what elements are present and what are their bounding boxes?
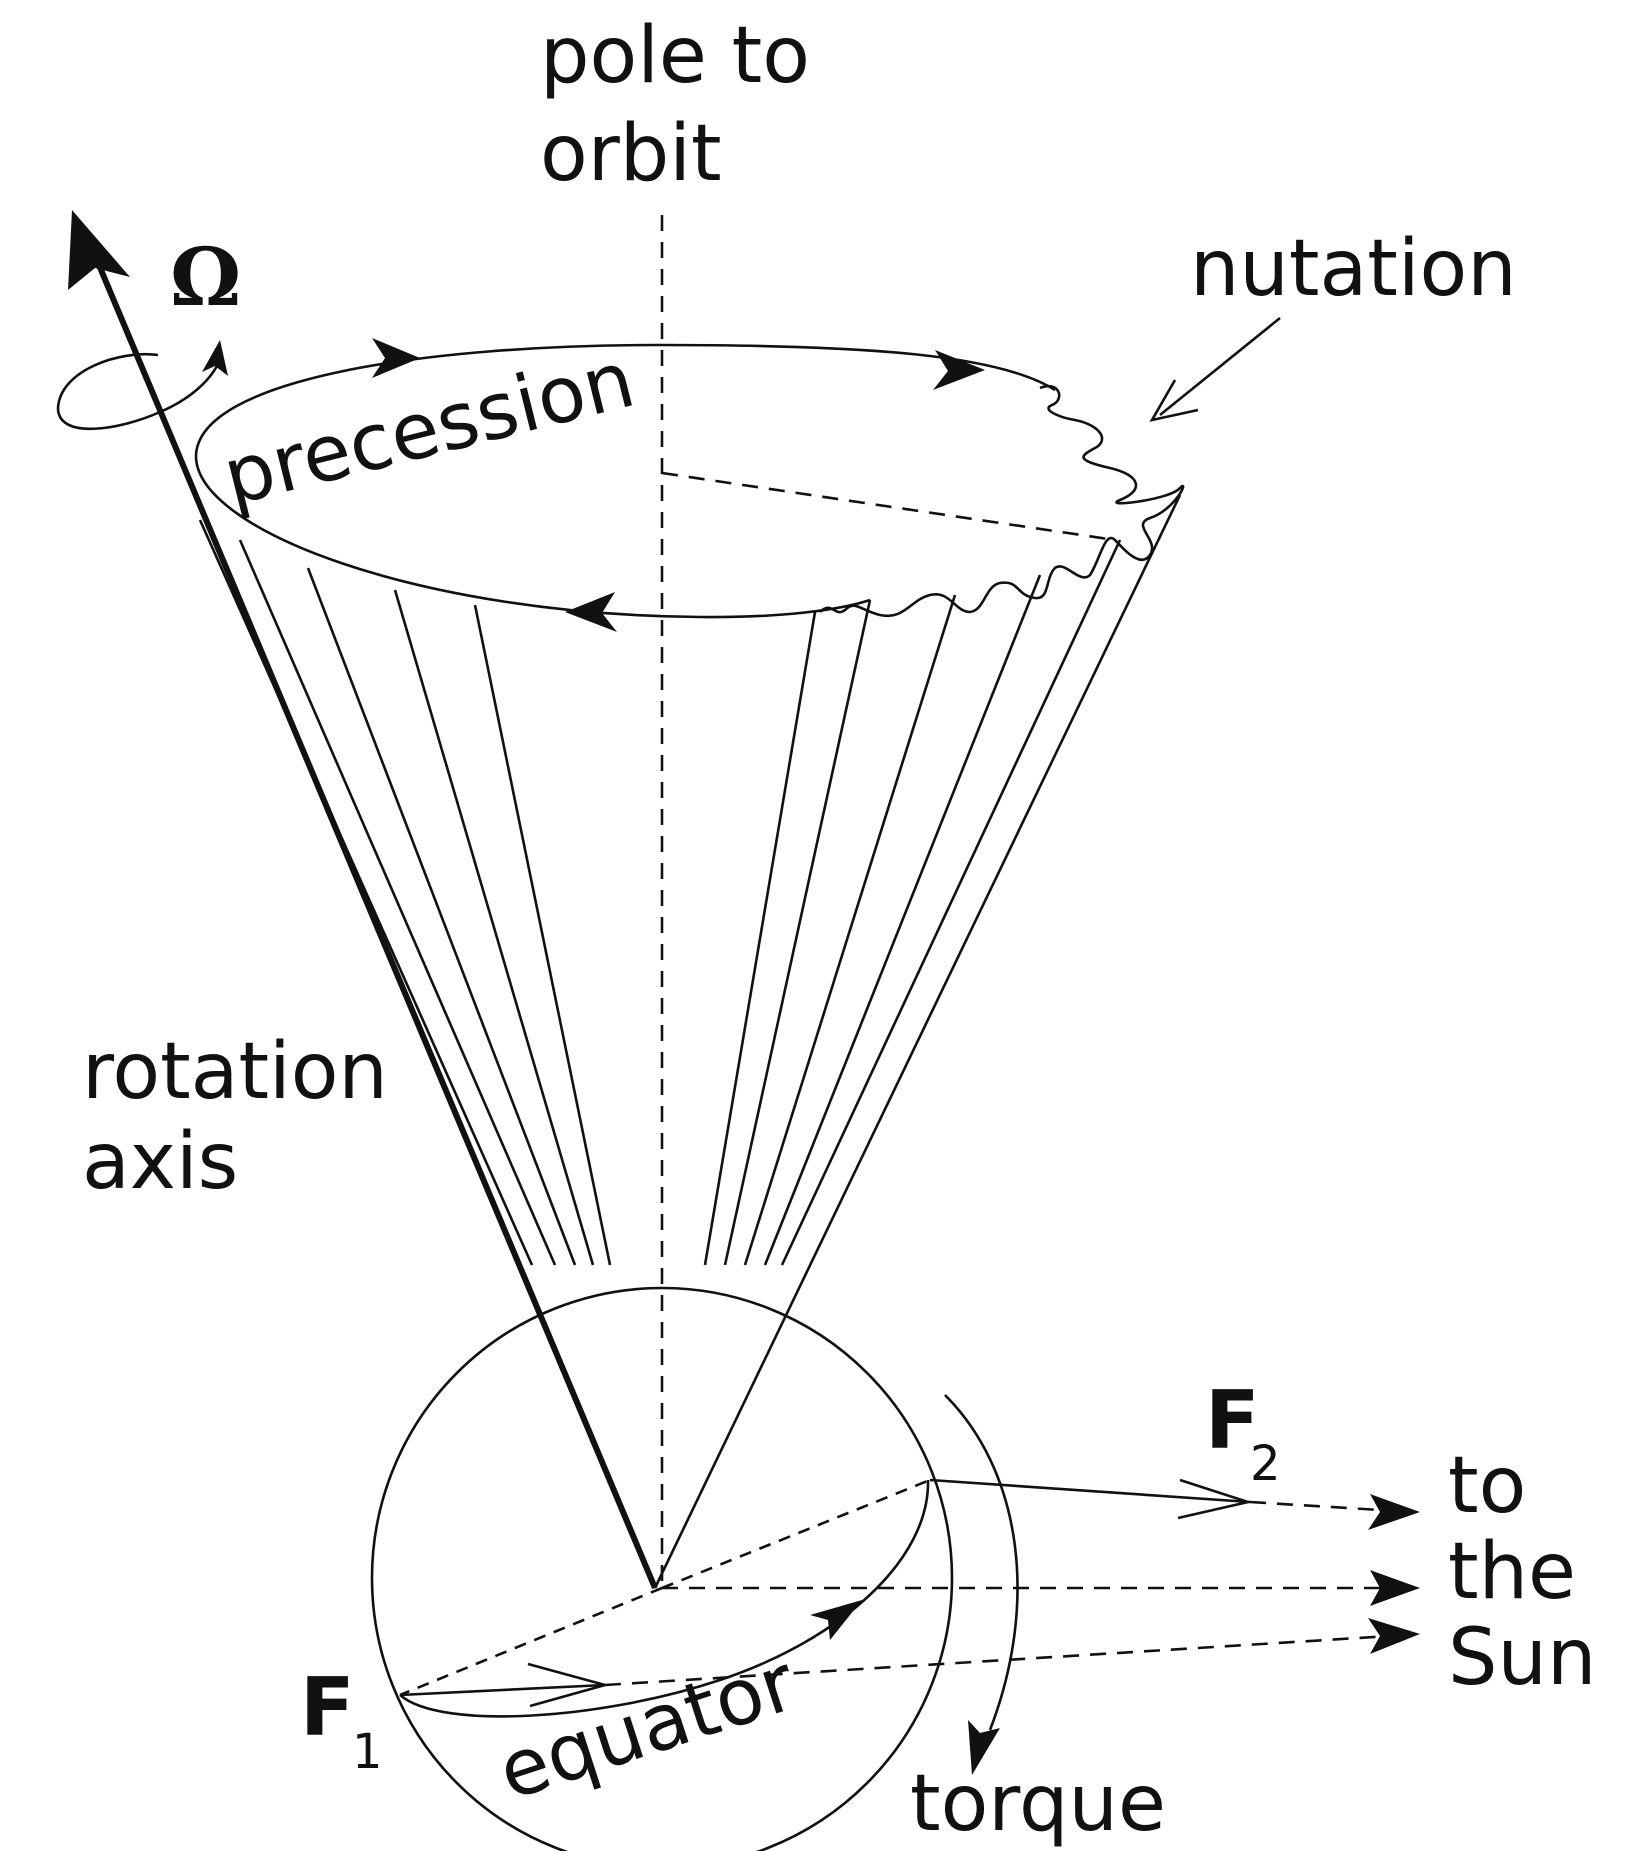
torque-arc xyxy=(944,1394,1019,1731)
cone-lines-left xyxy=(198,519,612,1266)
f2-dashed-to-sun xyxy=(1249,1500,1381,1512)
f1-force-line xyxy=(399,1683,606,1697)
equator-arrowhead xyxy=(810,1600,862,1640)
nutation-wiggle xyxy=(819,384,1185,618)
rotation-axis xyxy=(93,256,658,1590)
precession-radius xyxy=(661,471,1116,542)
f1-dashed-to-sun xyxy=(604,1634,1391,1687)
spin-arrow xyxy=(56,347,222,431)
equator-arc xyxy=(399,1479,930,1718)
f1-label: F xyxy=(300,1661,355,1754)
center-to-f2-line xyxy=(661,1478,931,1590)
sun-label-line3: Sun xyxy=(1448,1613,1596,1703)
spin-arrow-head xyxy=(202,340,228,376)
sun-label-line1: to xyxy=(1448,1441,1526,1531)
nutation-label: nutation xyxy=(1190,224,1517,314)
precession-arrow-3 xyxy=(565,592,617,632)
sun-arrow-top-head xyxy=(1368,1494,1420,1530)
precession-ellipse xyxy=(194,343,1056,619)
rotation-axis-label-line2: axis xyxy=(82,1117,238,1207)
f2-subscript: 2 xyxy=(1250,1436,1281,1492)
sun-label-line2: the xyxy=(1448,1527,1576,1617)
sun-arrow-bottom-head xyxy=(1368,1618,1420,1654)
f2-force-head xyxy=(1177,1478,1253,1520)
precession-arrow-1 xyxy=(372,338,420,378)
precession-label: precession xyxy=(215,335,643,524)
f2-label: F xyxy=(1205,1374,1260,1467)
torque-label: torque xyxy=(910,1759,1166,1849)
center-to-f1-line xyxy=(399,1586,663,1697)
pole-label-line2: orbit xyxy=(540,109,722,199)
nutation-pointer xyxy=(1159,316,1281,417)
torque-arrowhead xyxy=(968,1720,1000,1775)
earth-sphere xyxy=(370,1286,954,1851)
nutation-pointer-head xyxy=(1149,379,1199,422)
f2-force-line xyxy=(929,1478,1251,1504)
rotation-axis-label-line1: rotation xyxy=(82,1027,388,1117)
pole-label-line1: pole to xyxy=(540,11,810,101)
precession-arrow-2 xyxy=(933,350,985,390)
rotation-axis-arrowhead xyxy=(68,210,130,290)
sun-arrow-mid-head xyxy=(1370,1570,1420,1606)
omega-label: Ω xyxy=(170,230,241,324)
cone-lines-right xyxy=(653,494,1182,1589)
f1-subscript: 1 xyxy=(352,1724,383,1780)
